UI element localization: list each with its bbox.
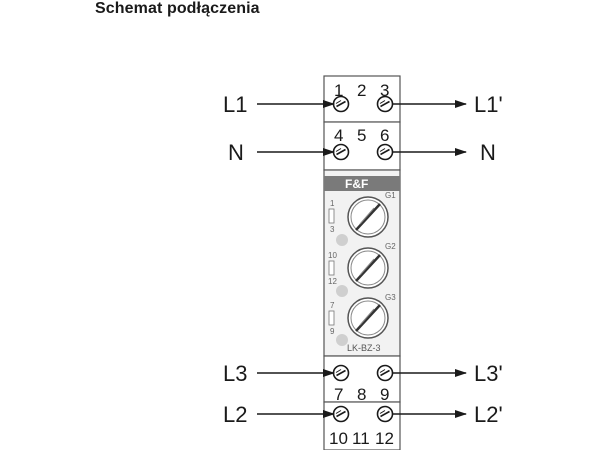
device-model: LK-BZ-3 (347, 343, 381, 353)
terminal-11: 11 (352, 429, 370, 448)
screw-terminal-7 (332, 364, 350, 382)
knob-g3-side-bottom: 9 (330, 327, 335, 336)
logo-bar (324, 176, 400, 191)
knob-g2-side-bottom: 12 (328, 277, 337, 286)
screw-terminal-9 (376, 364, 394, 382)
screw-terminal-4 (332, 143, 350, 161)
knob-g1-side-bottom: 3 (330, 225, 335, 234)
terminal-10: 10 (329, 429, 348, 448)
knob-g2-label: G2 (385, 242, 396, 251)
label-l3-out: L3' (474, 361, 503, 386)
screw-terminal-12 (376, 405, 394, 423)
led-indicator-3 (336, 334, 348, 346)
knob-g1-label: G1 (385, 191, 396, 200)
terminal-7: 7 (334, 385, 343, 404)
screw-terminal-3 (376, 95, 394, 113)
terminal-1: 1 (334, 81, 343, 100)
fuse-icon-3 (328, 310, 335, 326)
knob-g3-side-top: 7 (330, 301, 335, 310)
label-l3-in: L3 (223, 361, 247, 386)
led-indicator-2 (336, 285, 348, 297)
screw-terminal-1 (332, 95, 350, 113)
label-n-out: N (480, 140, 496, 165)
terminal-3: 3 (380, 81, 389, 100)
terminal-4: 4 (334, 126, 343, 145)
label-l2-out: L2' (474, 402, 503, 427)
diagram-title: Schemat podłączenia (95, 0, 260, 17)
fuse-icon-2 (328, 260, 335, 276)
terminal-8: 8 (357, 385, 366, 404)
label-l1-in: L1 (223, 92, 247, 117)
terminal-2: 2 (357, 81, 366, 100)
knob-g3[interactable] (347, 297, 389, 339)
screw-terminal-6 (376, 143, 394, 161)
terminal-9: 9 (380, 385, 389, 404)
brand-logo: F&F (345, 177, 368, 191)
knob-g3-label: G3 (385, 293, 396, 302)
knob-g2-side-top: 10 (328, 251, 337, 260)
screw-terminal-10 (332, 405, 350, 423)
terminal-5: 5 (357, 126, 366, 145)
label-l2-in: L2 (223, 402, 247, 427)
knob-g1-side-top: 1 (330, 199, 335, 208)
knob-g2[interactable] (347, 247, 389, 289)
label-n-in: N (228, 140, 244, 165)
fuse-icon-1 (328, 208, 335, 224)
knob-g1[interactable] (347, 196, 389, 238)
terminal-6: 6 (380, 126, 389, 145)
led-indicator-1 (336, 234, 348, 246)
terminal-12: 12 (375, 429, 394, 448)
label-l1-out: L1' (474, 92, 503, 117)
